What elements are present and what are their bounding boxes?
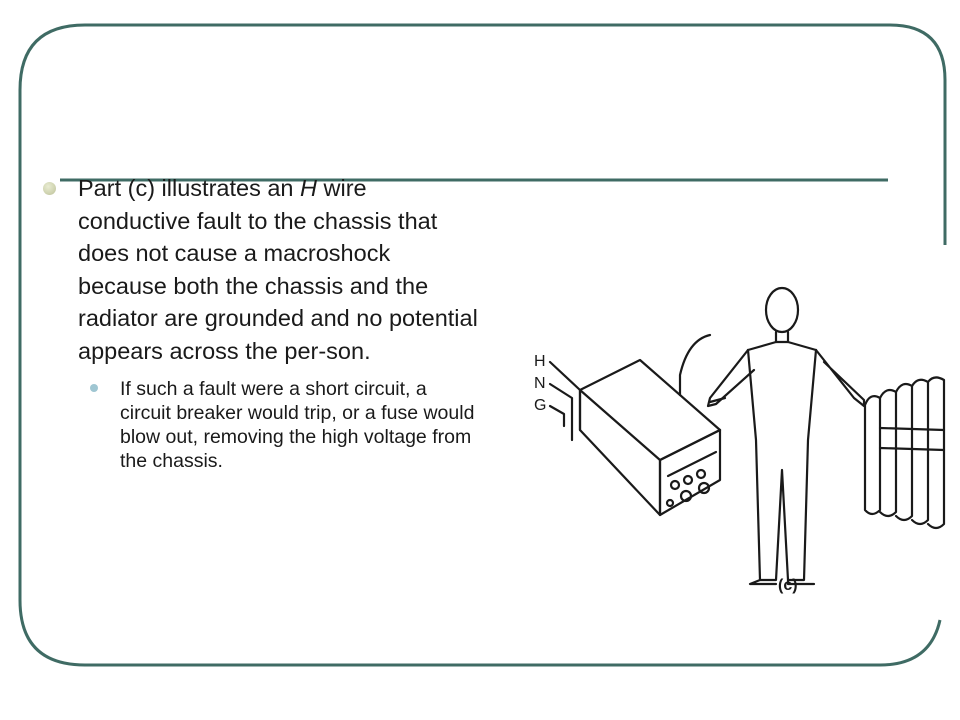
bullet-text: Part (c) illustrates an H wire conductiv… (78, 172, 480, 367)
sub-bullet-text: If such a fault were a short circuit, a … (120, 378, 475, 472)
frame-border (18, 23, 942, 667)
figure-caption: (c) (778, 577, 798, 594)
bullet-text-after: wire conductive fault to the chassis tha… (78, 175, 478, 364)
bullet-text-before: Part (c) illustrates an (78, 175, 301, 201)
sub-bullet-dot-icon (90, 384, 98, 392)
chassis-box (578, 358, 722, 517)
wire-label-h: H (534, 353, 546, 370)
wire-n (548, 382, 574, 442)
bullet-dot-icon (43, 182, 56, 195)
bullet-item: Part (c) illustrates an H wire conductiv… (40, 172, 480, 367)
fault-path (678, 333, 712, 397)
bullet-text-italic: H (300, 175, 317, 201)
wire-label-g: G (534, 397, 546, 414)
radiator (863, 376, 946, 530)
wire-label-n: N (534, 375, 546, 392)
frame-border-right-top (889, 23, 947, 245)
sub-bullet-item: If such a fault were a short circuit, a … (40, 377, 480, 473)
fault-illustration: H N G (534, 286, 946, 594)
person-figure (706, 286, 866, 586)
text-content: Part (c) illustrates an H wire conductiv… (40, 172, 480, 473)
wire-g (548, 404, 566, 428)
